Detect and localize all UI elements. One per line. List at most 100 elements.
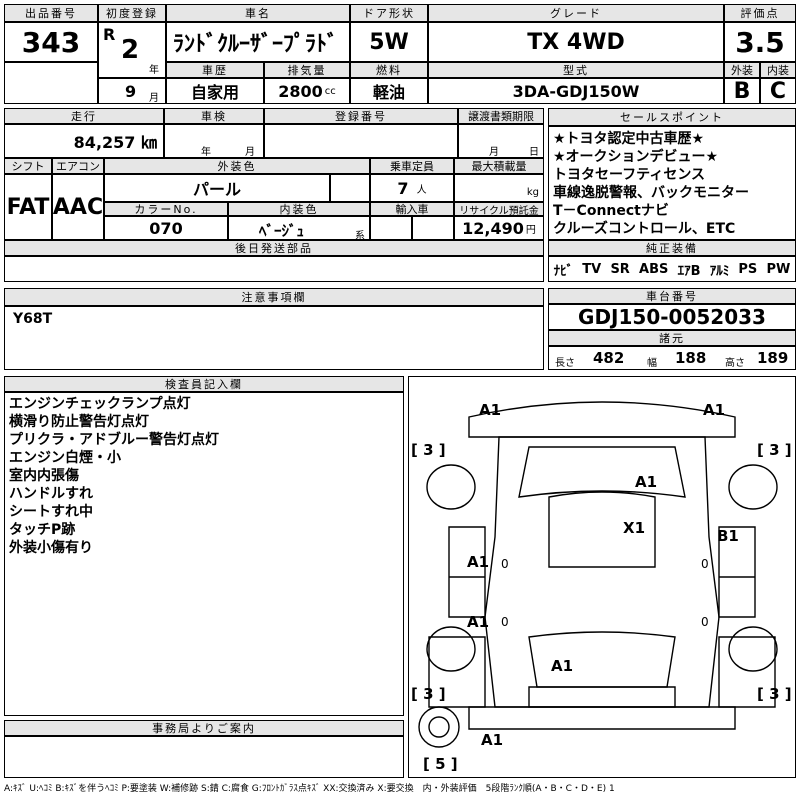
damage-diagram: A1 A1 A1 X1 B1 A1 A1 A1 A1 [ 3 ] [ 3 ] [… bbox=[408, 376, 796, 778]
history-value: 自家用 bbox=[166, 78, 264, 104]
inspector-notes-label: 検査員記入欄 bbox=[4, 376, 404, 392]
exterior-grade: B bbox=[724, 78, 760, 104]
inspection-label: 車検 bbox=[164, 108, 264, 124]
office-notice-box bbox=[4, 736, 404, 778]
displacement-value: 2800 bbox=[278, 81, 323, 101]
import-label: 輸入車 bbox=[370, 202, 454, 216]
max-load-unit: kg bbox=[526, 187, 539, 198]
fuel-value: 軽油 bbox=[350, 78, 428, 104]
equipment-item: ｱﾙﾐ bbox=[709, 263, 730, 279]
max-load-label: 最大積載量 bbox=[454, 158, 544, 174]
interior-color-box: ﾍﾞｰｼﾞｭ 系 bbox=[228, 216, 370, 242]
lot-blank bbox=[4, 62, 98, 104]
damage-mark: A1 bbox=[479, 401, 502, 419]
office-notice-label: 事務局よりご案内 bbox=[4, 720, 404, 736]
damage-mark: B1 bbox=[717, 527, 739, 545]
sales-point-item: ★トヨタ認定中古車歴★ bbox=[553, 131, 705, 147]
spec-label: 諸元 bbox=[548, 330, 796, 346]
capacity-label: 乗車定員 bbox=[370, 158, 454, 174]
notes-value: Y68T bbox=[4, 306, 544, 370]
equipment-item: ABS bbox=[639, 261, 669, 277]
registration-month: 9 bbox=[125, 82, 137, 101]
length-value: 482 bbox=[593, 349, 625, 367]
inspector-note: 外装小傷有り bbox=[9, 540, 93, 556]
interior-grade: C bbox=[760, 78, 796, 104]
small-mark: 0 bbox=[701, 557, 709, 571]
inspector-note: シートすれ中 bbox=[9, 504, 93, 520]
exterior-color-label: 外装色 bbox=[104, 158, 370, 174]
damage-mark: X1 bbox=[623, 519, 646, 537]
grade-value: TX 4WD bbox=[428, 22, 724, 62]
capacity-value: 7 bbox=[397, 178, 409, 198]
year-unit: 年 bbox=[149, 65, 159, 76]
notes-label: 注意事項欄 bbox=[4, 288, 544, 306]
month-unit: 月 bbox=[149, 93, 159, 104]
capacity-unit: 人 bbox=[416, 184, 427, 196]
tire-depth: [ 5 ] bbox=[423, 755, 458, 773]
interior-grade-label: 内装 bbox=[760, 62, 796, 78]
recycle-unit: 円 bbox=[525, 224, 536, 236]
inspector-note: タッチP跡 bbox=[9, 522, 76, 538]
tire-depth: [ 3 ] bbox=[757, 685, 792, 703]
later-parts-label: 後日発送部品 bbox=[4, 240, 544, 256]
small-mark: 0 bbox=[501, 557, 509, 571]
equipment-label: 純正装備 bbox=[548, 240, 796, 256]
spec-box: 長さ 482 幅 188 高さ 189 bbox=[548, 346, 796, 370]
first-registration-label: 初度登録 bbox=[98, 4, 166, 22]
lot-number-label: 出品番号 bbox=[4, 4, 98, 22]
equipment-item: PW bbox=[766, 261, 791, 277]
equipment-item: PS bbox=[738, 261, 758, 277]
exterior-color: パール bbox=[104, 174, 330, 202]
inspector-note: プリクラ・アドブルー警告灯点灯 bbox=[9, 432, 219, 448]
height-label: 高さ bbox=[725, 358, 745, 369]
small-mark: 0 bbox=[501, 615, 509, 629]
capacity-box: 7 人 bbox=[370, 174, 454, 202]
length-label: 長さ bbox=[555, 358, 575, 369]
small-mark: 0 bbox=[701, 615, 709, 629]
inspector-note: エンジンチェックランプ点灯 bbox=[9, 396, 191, 412]
displacement-label: 排気量 bbox=[264, 62, 350, 78]
sales-point-item: クルーズコントロール、ETC bbox=[553, 221, 736, 237]
damage-mark: A1 bbox=[703, 401, 726, 419]
tire-depth: [ 3 ] bbox=[411, 441, 446, 459]
mileage-label: 走行 bbox=[4, 108, 164, 124]
door-type: 5W bbox=[350, 22, 428, 62]
model-name: ﾗﾝﾄﾞｸﾙｰｻﾞｰﾌﾟﾗﾄﾞ bbox=[166, 22, 350, 62]
import-box-2 bbox=[412, 216, 454, 240]
first-registration-year-box: R 2 年 bbox=[98, 22, 166, 78]
sales-points-label: セールスポイント bbox=[548, 108, 796, 126]
tire-depth: [ 3 ] bbox=[757, 441, 792, 459]
chassis-number: GDJ150-0052033 bbox=[548, 304, 796, 330]
equipment-item: ﾅﾋﾞ bbox=[553, 263, 574, 279]
registration-year: 2 bbox=[121, 35, 140, 65]
transfer-day-unit: 日 bbox=[529, 147, 539, 158]
mileage-value: 84,257 ㎞ bbox=[4, 124, 164, 158]
damage-mark: A1 bbox=[551, 657, 574, 675]
inspector-note: エンジン白煙・小 bbox=[9, 450, 121, 466]
history-label: 車歴 bbox=[166, 62, 264, 78]
door-type-label: ドア形状 bbox=[350, 4, 428, 22]
inspector-note: 横滑り防止警告灯点灯 bbox=[9, 414, 149, 430]
exterior-color-extra bbox=[330, 174, 370, 202]
car-outline-diagram bbox=[418, 401, 778, 748]
shift-value: FAT bbox=[4, 174, 52, 240]
inspector-notes-list: エンジンチェックランプ点灯 横滑り防止警告灯点灯 プリクラ・アドブルー警告灯点灯… bbox=[4, 392, 404, 716]
sales-point-item: ★オークションデビュー★ bbox=[553, 149, 719, 165]
height-value: 189 bbox=[757, 349, 789, 367]
color-number: 070 bbox=[104, 216, 228, 240]
model-code-label: 型式 bbox=[428, 62, 724, 78]
displacement-unit: cc bbox=[324, 85, 336, 97]
sales-point-item: T－Connectナビ bbox=[553, 203, 669, 219]
damage-mark: A1 bbox=[481, 731, 504, 749]
equipment-list: ﾅﾋﾞ TV SR ABS ｴｱB ｱﾙﾐ PS PW bbox=[548, 256, 796, 282]
width-value: 188 bbox=[675, 349, 707, 367]
grade-label: グレード bbox=[428, 4, 724, 22]
model-code: 3DA-GDJ150W bbox=[428, 78, 724, 104]
model-label: 車名 bbox=[166, 4, 350, 22]
interior-color-label: 内装色 bbox=[228, 202, 370, 216]
exterior-grade-label: 外装 bbox=[724, 62, 760, 78]
recycle-box: 12,490 円 bbox=[454, 216, 544, 240]
damage-mark: A1 bbox=[467, 553, 490, 571]
shift-label: シフト bbox=[4, 158, 52, 174]
